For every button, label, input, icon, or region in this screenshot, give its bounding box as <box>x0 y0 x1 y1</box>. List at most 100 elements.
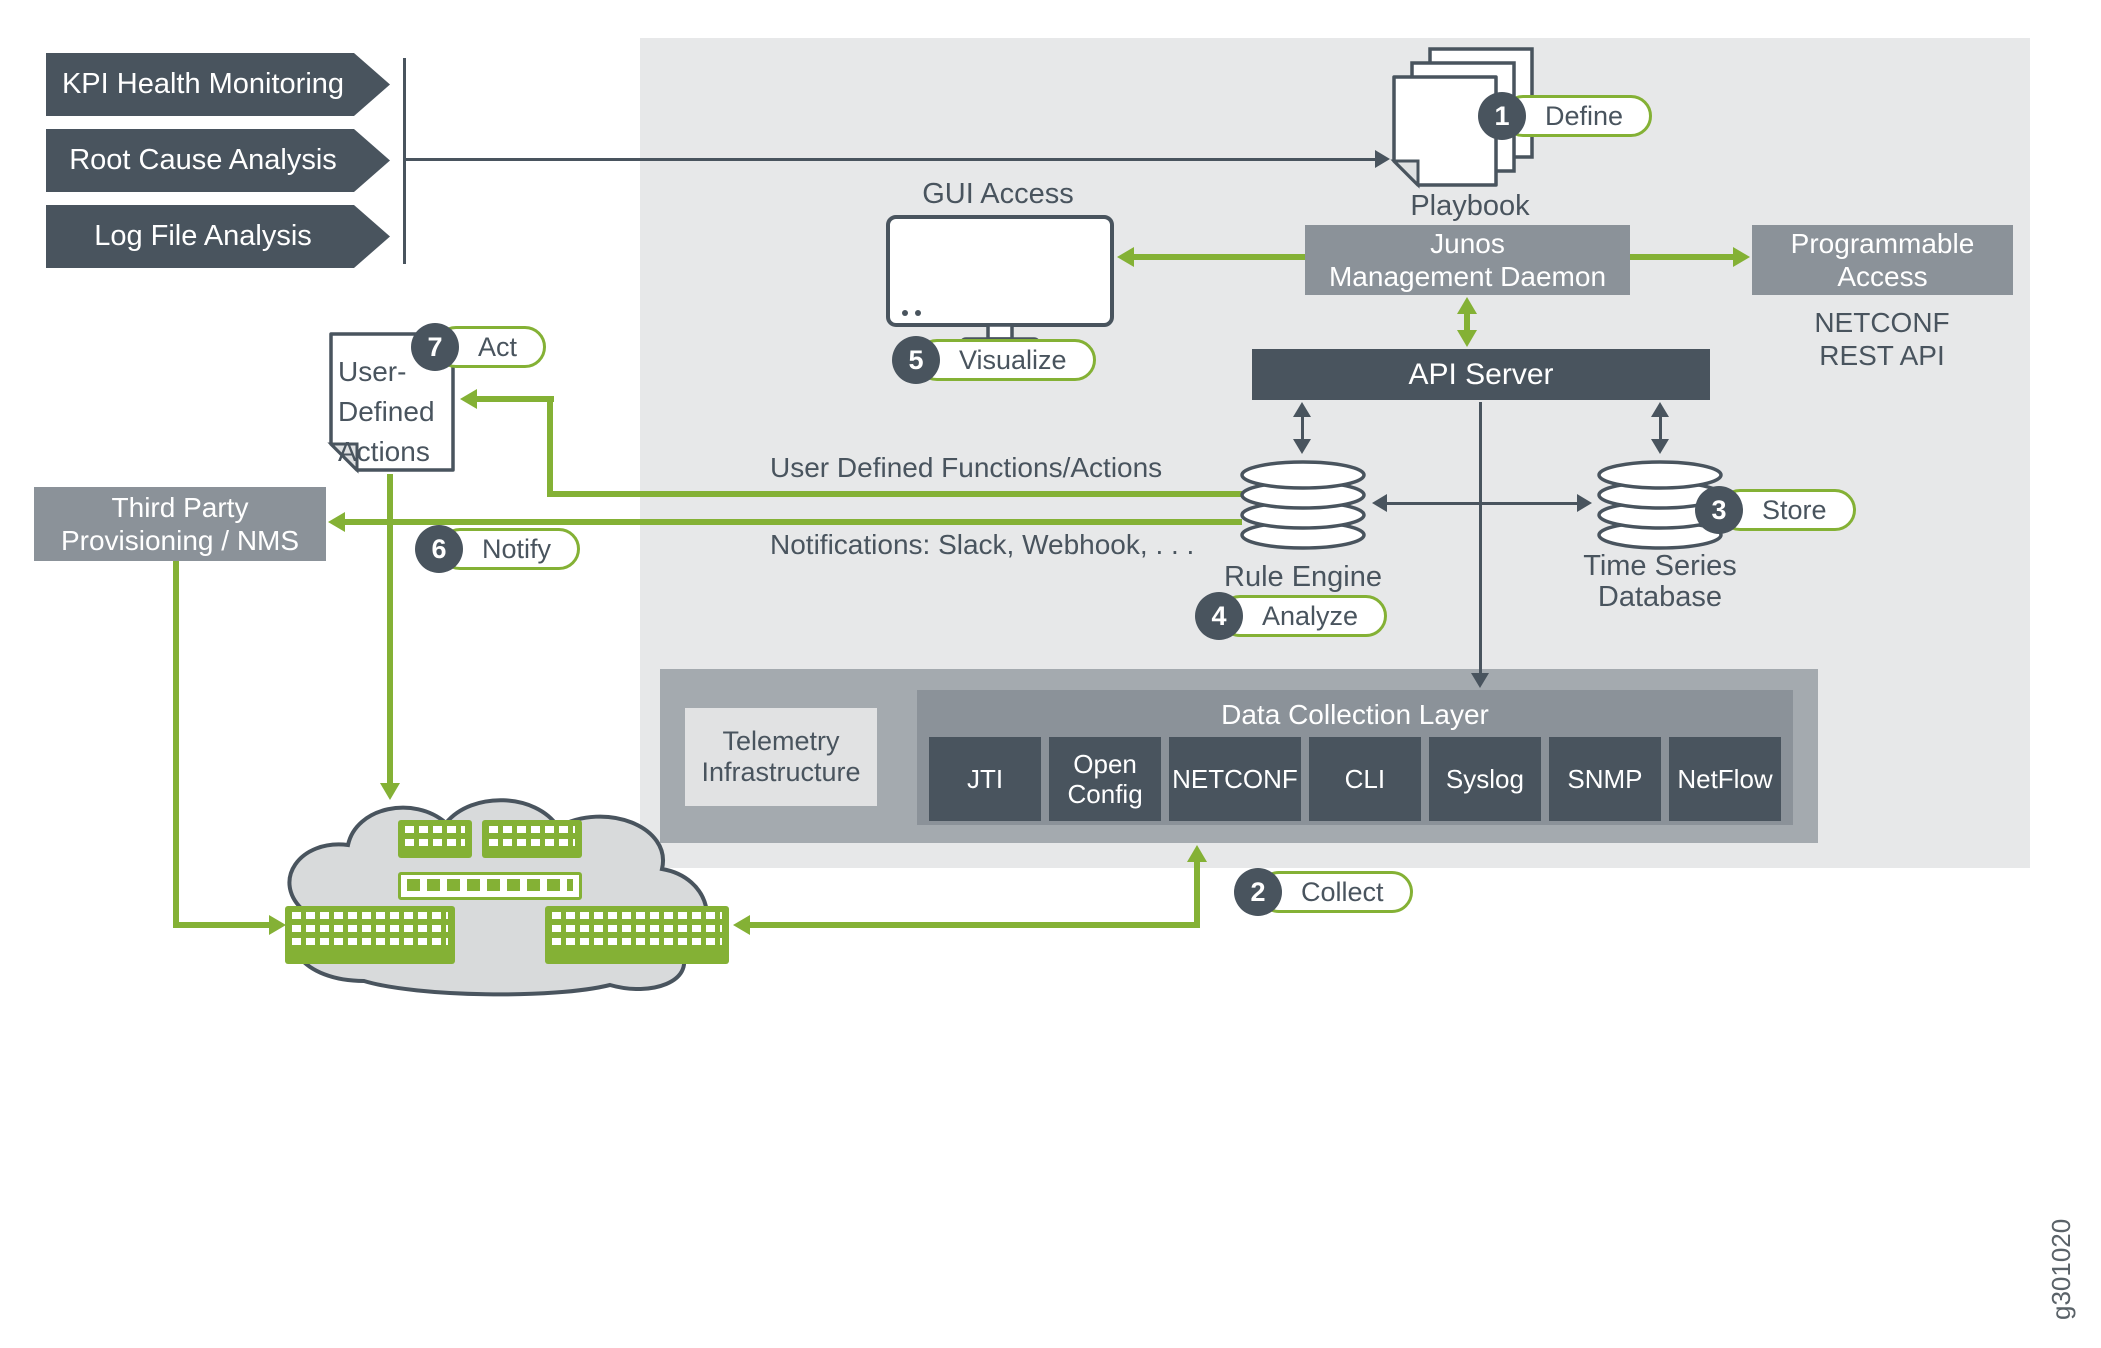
telemetry-label-line2: Infrastructure <box>701 757 861 787</box>
badge-pill: Define <box>1502 95 1653 137</box>
badge-pill: Collect <box>1258 871 1413 913</box>
junos-label-line1: Junos <box>1430 228 1505 259</box>
arrow-junos-to-programmable <box>1630 254 1736 260</box>
uda-line1: User- <box>338 356 407 387</box>
user-defined-functions-annotation: User Defined Functions/Actions <box>770 452 1163 483</box>
protocol-box-jti: JTI <box>929 737 1042 821</box>
banner-kpi-health-monitoring: KPI Health Monitoring <box>46 53 390 116</box>
router-icon <box>482 820 582 858</box>
telemetry-infrastructure-box: Telemetry Infrastructure <box>685 708 877 806</box>
arrowhead-left-icon <box>1117 247 1134 267</box>
tsdb-label-line1: Time Series <box>1583 550 1737 582</box>
arrowhead-right-icon <box>1733 247 1750 267</box>
protocol-box-syslog: Syslog <box>1428 737 1541 821</box>
arrowhead-left-icon <box>328 512 345 532</box>
badge-pill: Visualize <box>916 339 1096 381</box>
arrowhead-down-icon <box>380 783 400 800</box>
arrowhead-right-icon <box>1375 150 1390 168</box>
third-party-label-line2: Provisioning / NMS <box>60 525 300 556</box>
router-icon <box>398 820 472 858</box>
arrow-junos-apiserver <box>1464 310 1470 334</box>
badge-number: 6 <box>415 525 463 573</box>
badge-label: Analyze <box>1262 600 1359 631</box>
banner-label: KPI Health Monitoring <box>61 68 345 100</box>
uda-line2: Defined <box>338 396 435 427</box>
notifications-annotation: Notifications: Slack, Webhook, . . . <box>770 529 1195 560</box>
figure-id: g301020 <box>2046 1218 2076 1320</box>
gui-access-label: GUI Access <box>922 178 1074 210</box>
arrowhead-down-icon <box>1471 673 1489 688</box>
protocol-row: JTI Open Config NETCONF CLI Syslog SNMP … <box>929 737 1782 821</box>
badge-label: Notify <box>482 533 552 564</box>
badge-label: Collect <box>1301 876 1384 907</box>
protocol-label: Open Config <box>1067 749 1143 809</box>
badge-number: 2 <box>1234 868 1282 916</box>
switch-icon <box>285 906 455 964</box>
junos-label-line2: Management Daemon <box>1328 261 1607 292</box>
banner-junction-line <box>403 58 406 264</box>
arrow-apiserver-datacollection <box>1479 402 1482 674</box>
third-party-label-line1: Third Party <box>111 492 249 523</box>
badge-number: 7 <box>411 323 459 371</box>
badge-number: 3 <box>1695 486 1743 534</box>
uda-line3: Actions <box>338 436 430 467</box>
switch-icon <box>545 906 729 964</box>
junos-management-daemon-box: Junos Management Daemon <box>1305 225 1630 295</box>
data-collection-layer-title: Data Collection Layer <box>1221 699 1489 730</box>
time-series-database-icon <box>1597 460 1723 550</box>
arrowhead-down-icon <box>1293 439 1311 454</box>
arrow-actions-to-cloud <box>387 474 393 786</box>
badge-number: 5 <box>892 336 940 384</box>
arrowhead-up-icon <box>1457 297 1477 314</box>
arrowhead-up-icon <box>1293 402 1311 417</box>
arrow-apiserver-tsdb <box>1659 408 1662 448</box>
badge-number: 1 <box>1478 92 1526 140</box>
banner-root-cause-analysis: Root Cause Analysis <box>46 129 390 192</box>
user-defined-actions-label: User- Defined Actions <box>338 352 454 472</box>
arrow-ruleengine-tsdb <box>1385 502 1579 505</box>
api-server-box: API Server <box>1252 349 1710 400</box>
arrow-collect-vertical <box>1194 858 1200 928</box>
arrow-ruleengine-to-actions-vertical <box>547 396 553 497</box>
arrow-apiserver-ruleengine <box>1301 408 1304 448</box>
arrowhead-right-icon <box>269 915 286 935</box>
banner-label: Log File Analysis <box>94 220 312 252</box>
badge-label: Store <box>1762 494 1827 525</box>
telemetry-label-line1: Telemetry <box>722 726 840 756</box>
rule-engine-database-icon <box>1240 460 1366 550</box>
arrow-thirdparty-to-devices-vertical <box>173 561 179 928</box>
protocol-label: NetFlow <box>1677 764 1773 794</box>
protocol-label: CLI <box>1344 764 1386 794</box>
arrow-banners-to-playbook <box>406 158 1378 161</box>
arrowhead-down-icon <box>1651 439 1669 454</box>
api-server-label: API Server <box>1408 357 1554 391</box>
protocol-label: JTI <box>966 764 1004 794</box>
rule-engine-label: Rule Engine <box>1224 561 1382 593</box>
netconf-label: NETCONF <box>1814 307 1950 338</box>
arrowhead-up-icon <box>1651 402 1669 417</box>
badge-number: 4 <box>1195 592 1243 640</box>
playbook-document-stack-icon <box>1390 47 1534 189</box>
programmable-label-line1: Programmable <box>1790 228 1975 259</box>
programmable-label-line2: Access <box>1837 261 1928 292</box>
badge-label: Define <box>1545 100 1624 131</box>
badge-label: Visualize <box>959 344 1067 375</box>
tsdb-label-line2: Database <box>1597 581 1723 613</box>
tsdb-label: Time Series Database <box>1560 551 1760 613</box>
arrowhead-right-icon <box>1577 494 1592 512</box>
protocol-box-cli: CLI <box>1308 737 1421 821</box>
protocol-label: Syslog <box>1445 764 1524 794</box>
arrow-junos-to-gui <box>1131 254 1305 260</box>
protocol-box-netflow: NetFlow <box>1668 737 1782 821</box>
arrowhead-up-icon <box>1187 845 1207 862</box>
switch-bar-icon <box>398 872 582 900</box>
arrow-ruleengine-to-thirdparty <box>342 519 1242 525</box>
arrow-collect-horizontal <box>748 922 1198 928</box>
protocol-label: NETCONF <box>1172 764 1298 794</box>
arrowhead-down-icon <box>1457 330 1477 347</box>
rest-api-label: REST API <box>1819 340 1945 371</box>
programmable-access-box: Programmable Access <box>1752 225 2013 295</box>
arrowhead-left-icon <box>733 915 750 935</box>
protocol-box-snmp: SNMP <box>1548 737 1661 821</box>
